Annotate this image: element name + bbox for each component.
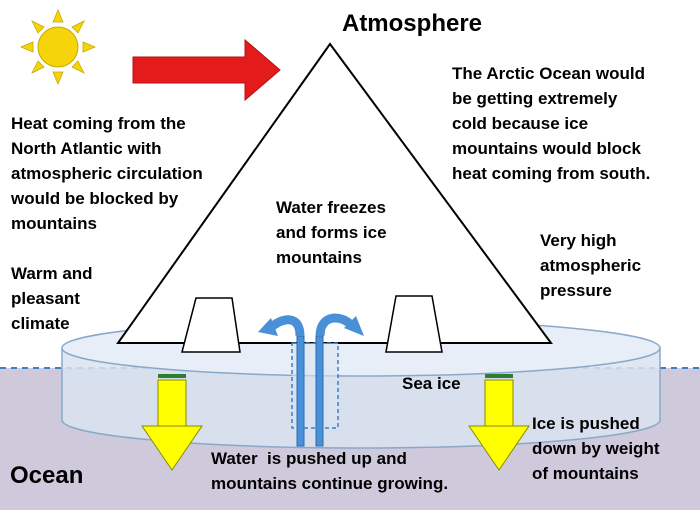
svg-text:mountains: mountains xyxy=(11,214,97,233)
pushed-down-text: Ice is pushed down by weight of mountain… xyxy=(532,414,660,483)
red-arrow-icon xyxy=(132,38,281,102)
svg-text:mountains continue growing.: mountains continue growing. xyxy=(211,474,448,493)
svg-text:The Arctic Ocean would: The Arctic Ocean would xyxy=(452,64,645,83)
pressure-text: Very high atmospheric pressure xyxy=(540,231,641,300)
svg-text:pressure: pressure xyxy=(540,281,612,300)
svg-text:atmospheric circulation: atmospheric circulation xyxy=(11,164,203,183)
svg-text:Water freezes: Water freezes xyxy=(276,198,386,217)
svg-text:Very high: Very high xyxy=(540,231,617,250)
sun-icon xyxy=(19,8,97,86)
svg-text:down by weight: down by weight xyxy=(532,439,660,458)
svg-text:Ice is pushed: Ice is pushed xyxy=(532,414,640,433)
svg-text:Heat coming from the: Heat coming from the xyxy=(11,114,186,133)
svg-text:pleasant: pleasant xyxy=(11,289,80,308)
ocean-label: Ocean xyxy=(10,462,83,489)
svg-text:of mountains: of mountains xyxy=(532,464,639,483)
climate-text: Warm and pleasant climate xyxy=(11,264,93,333)
svg-text:mountains: mountains xyxy=(276,248,362,267)
water-flow-arrow-icon xyxy=(258,313,364,447)
svg-text:and forms ice: and forms ice xyxy=(276,223,387,242)
svg-text:cold because ice: cold because ice xyxy=(452,114,588,133)
svg-text:would be blocked by: would be blocked by xyxy=(10,189,179,208)
sea-ice-label: Sea ice xyxy=(402,374,461,393)
down-arrow-icon xyxy=(468,374,530,471)
pushed-up-text: Water is pushed up and mountains continu… xyxy=(211,449,448,493)
svg-text:North Atlantic with: North Atlantic with xyxy=(11,139,161,158)
heat-text: Heat coming from the North Atlantic with… xyxy=(10,114,203,233)
ice-mountain-right xyxy=(385,295,443,353)
arctic-ocean-text: The Arctic Ocean would be getting extrem… xyxy=(452,64,650,183)
svg-text:atmospheric: atmospheric xyxy=(540,256,641,275)
svg-text:heat coming from south.: heat coming from south. xyxy=(452,164,650,183)
svg-text:Warm and: Warm and xyxy=(11,264,93,283)
svg-text:be getting extremely: be getting extremely xyxy=(452,89,618,108)
svg-text:climate: climate xyxy=(11,314,70,333)
atmosphere-label: Atmosphere xyxy=(342,10,482,37)
svg-text:mountains would block: mountains would block xyxy=(452,139,641,158)
down-arrow-icon xyxy=(141,374,203,471)
svg-text:Water is pushed up and: Water is pushed up and xyxy=(211,449,407,468)
freeze-text: Water freezes and forms ice mountains xyxy=(276,198,387,267)
ice-mountain-left xyxy=(181,297,241,353)
